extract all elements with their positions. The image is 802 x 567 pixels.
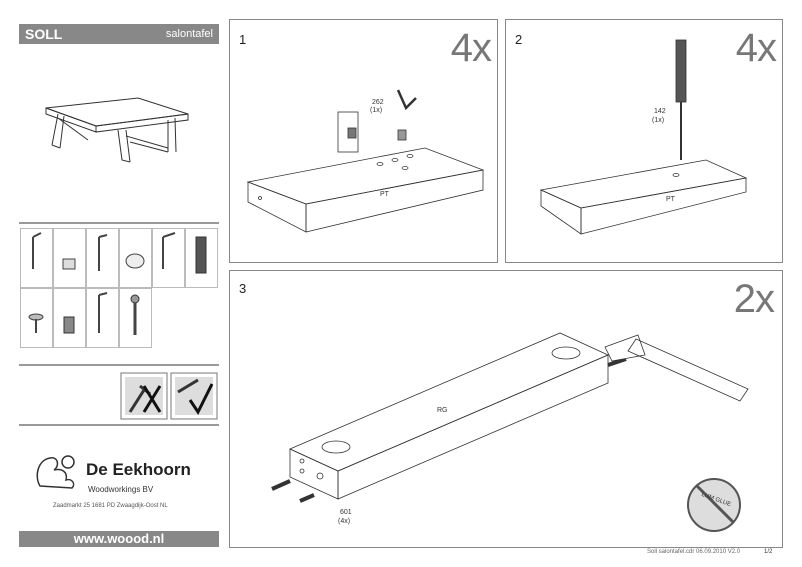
brand-tagline: Woodworkings BV xyxy=(88,485,154,494)
step-quantity: 2x xyxy=(733,277,775,321)
part-screw xyxy=(20,288,53,348)
step-1-panel: 1 4x 262 (1x) PT xyxy=(229,19,498,263)
part-insert-nut xyxy=(53,288,86,348)
file-info: Soll salontafel.cdr 06.09.2010 V2.0 xyxy=(647,549,741,555)
no-glue-icon xyxy=(687,478,741,532)
squirrel-logo-icon xyxy=(36,455,75,489)
step-quantity: 4x xyxy=(735,26,777,70)
website-link[interactable]: www.woood.nl xyxy=(19,531,219,547)
table-illustration xyxy=(45,97,189,163)
brand-name: De Eekhoorn xyxy=(86,460,191,479)
page-number: 1/2 xyxy=(764,549,773,555)
step-number: 2 xyxy=(515,32,523,47)
part-cam-round xyxy=(119,228,152,288)
part-count: (1x) xyxy=(652,117,665,124)
part-code: 262 xyxy=(372,99,384,106)
step-3-panel: 3 2x 601 (4x) RG LIJM GLUE xyxy=(229,270,783,548)
product-name: SOLL xyxy=(25,26,63,42)
part-code: 601 xyxy=(340,509,352,516)
hammer-no-icon xyxy=(120,372,168,420)
part-allen-key-3 xyxy=(152,228,185,288)
step-number: 3 xyxy=(239,281,247,296)
divider-top xyxy=(19,222,219,224)
divider-bottom xyxy=(19,424,219,426)
board-label: RG xyxy=(437,407,448,414)
step-2-panel: 2 4x 142 (1x) PT xyxy=(505,19,783,263)
product-type: salontafel xyxy=(165,28,213,40)
step-number: 1 xyxy=(239,32,247,47)
title-bar: SOLL salontafel xyxy=(19,24,219,44)
part-allen-key-4 xyxy=(86,288,119,348)
brand-address: Zaadmarkt 25 1681 PD Zwaagdijk-Oost NL xyxy=(53,503,168,509)
divider-mid xyxy=(19,364,219,366)
part-count: (4x) xyxy=(338,518,351,525)
part-cam-lock xyxy=(53,228,86,288)
part-bolt xyxy=(119,288,152,348)
step-quantity: 4x xyxy=(450,26,492,70)
board-label: PT xyxy=(380,191,389,198)
part-allen-key xyxy=(20,228,53,288)
part-allen-key-2 xyxy=(86,228,119,288)
mallet-ok-icon xyxy=(170,372,218,420)
board-label: PT xyxy=(666,196,675,203)
part-count: (1x) xyxy=(370,107,383,114)
part-dowel xyxy=(185,228,218,288)
part-code: 142 xyxy=(654,108,666,115)
